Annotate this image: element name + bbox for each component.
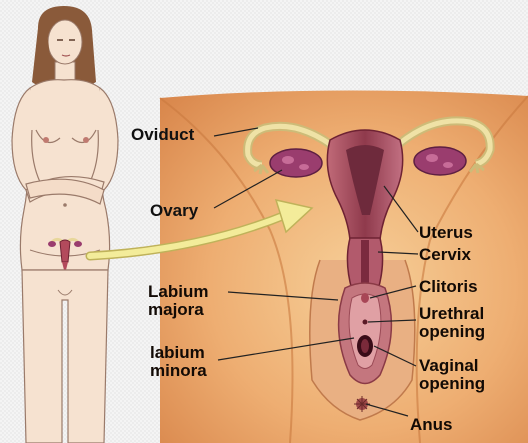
label-vaginal-line1: Vaginal	[419, 357, 485, 375]
label-labium-minora-line2: minora	[150, 362, 207, 380]
label-vaginal-line2: opening	[419, 375, 485, 393]
woman-figure	[12, 6, 118, 443]
label-labium-minora-line1: labium	[150, 344, 207, 362]
label-labium-majora-line1: Labium	[148, 283, 208, 301]
label-clitoris: Clitoris	[419, 278, 478, 296]
label-vaginal-opening: Vaginal opening	[419, 357, 485, 393]
label-urethral-line1: Urethral	[419, 305, 485, 323]
label-oviduct: Oviduct	[131, 126, 194, 144]
label-cervix: Cervix	[419, 246, 471, 264]
label-urethral-opening: Urethral opening	[419, 305, 485, 341]
vulva-detail	[339, 283, 392, 384]
label-labium-majora: Labium majora	[148, 283, 208, 319]
label-labium-majora-line2: majora	[148, 301, 208, 319]
label-ovary: Ovary	[150, 202, 198, 220]
urethral-opening-shape	[363, 320, 368, 325]
label-urethral-line2: opening	[419, 323, 485, 341]
label-labium-minora: labium minora	[150, 344, 207, 380]
label-anus: Anus	[410, 416, 453, 434]
clitoris-shape	[361, 293, 369, 303]
ovary-right-shape	[414, 147, 466, 175]
label-uterus: Uterus	[419, 224, 473, 242]
